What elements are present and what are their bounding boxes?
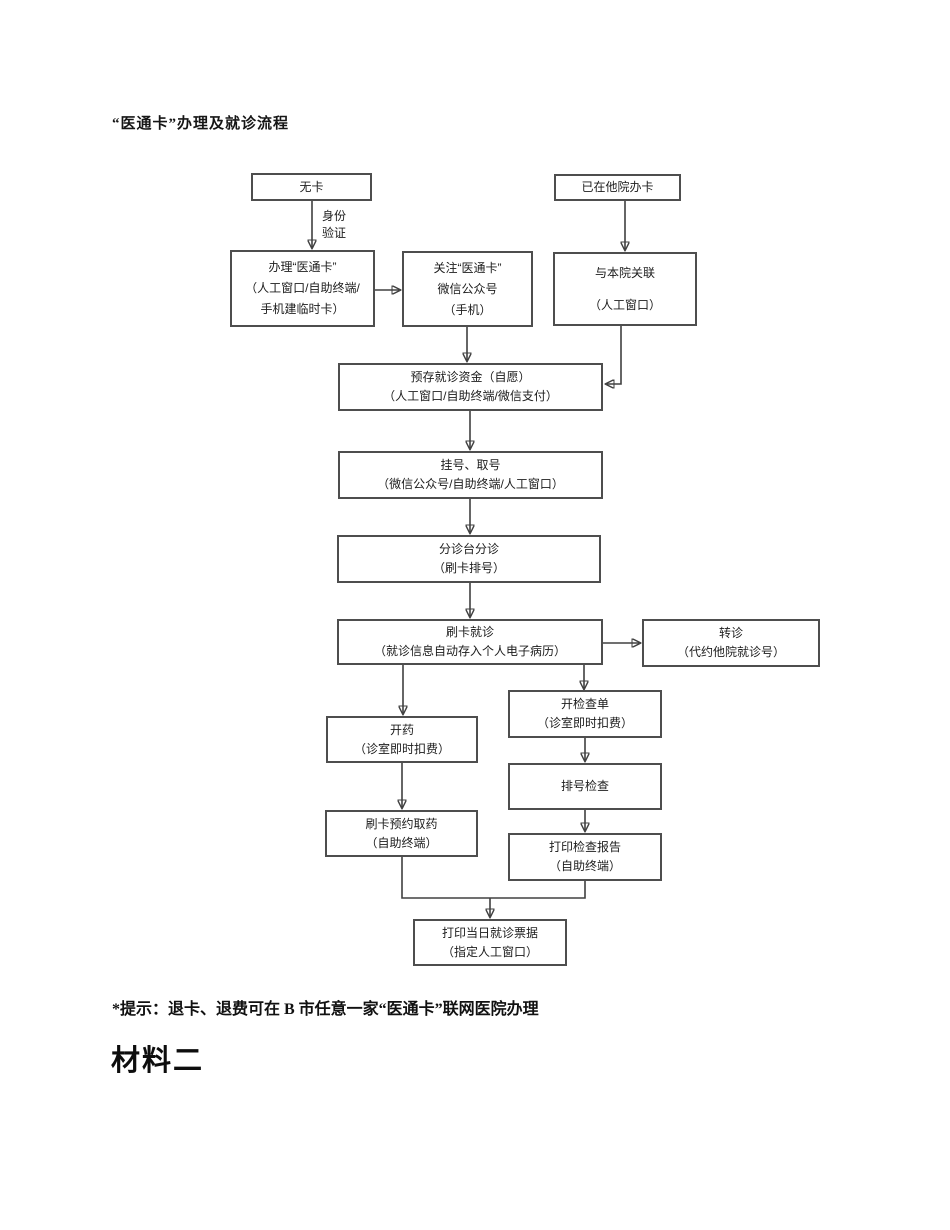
- node-label: 预存就诊资金（自愿）: [410, 370, 531, 384]
- node-triage-desk: 分诊台分诊 （刷卡排号）: [337, 535, 601, 583]
- node-label: 微信公众号: [437, 281, 498, 296]
- node-label: （人工窗口/自助终端/微信支付）: [383, 389, 558, 403]
- node-referral: 转诊 （代约他院就诊号）: [642, 619, 820, 667]
- node-label: 排号检查: [560, 779, 609, 793]
- edge-label-line: 验证: [322, 226, 347, 240]
- node-label: （微信公众号/自助终端/人工窗口）: [377, 477, 564, 491]
- node-print-receipt: 打印当日就诊票据 （指定人工窗口）: [413, 919, 567, 966]
- node-label: 挂号、取号: [440, 458, 501, 472]
- node-label: （代约他院就诊号）: [676, 645, 785, 659]
- node-label: （指定人工窗口）: [441, 944, 538, 959]
- node-label: 与本院关联: [594, 265, 655, 280]
- node-label: 办理“医通卡”: [268, 260, 337, 274]
- section-heading: 材料二: [111, 1045, 205, 1077]
- node-deposit-funds: 预存就诊资金（自愿） （人工窗口/自助终端/微信支付）: [338, 363, 603, 411]
- node-label: 开检查单: [560, 697, 609, 711]
- node-apply-card: 办理“医通卡” （人工窗口/自助终端/ 手机建临时卡）: [230, 250, 375, 327]
- identity-verification-label: 身份 验证: [322, 208, 346, 242]
- node-label: （就诊信息自动存入个人电子病历）: [373, 644, 566, 658]
- node-label: 刷卡就诊: [445, 625, 494, 639]
- node-label: 开药: [389, 722, 414, 737]
- node-other-hospital-card: 已在他院办卡: [554, 174, 681, 201]
- node-label: 关注“医通卡”: [433, 260, 502, 275]
- node-prescribe-medicine: 开药 （诊室即时扣费）: [326, 716, 478, 763]
- node-label: 分诊台分诊: [438, 542, 499, 556]
- node-label: 已在他院办卡: [581, 180, 654, 194]
- node-label: 打印当日就诊票据: [441, 925, 538, 940]
- node-label: 手机建临时卡）: [260, 302, 345, 316]
- node-print-report: 打印检查报告 （自助终端）: [508, 833, 662, 881]
- node-label: （手机）: [443, 302, 492, 317]
- node-order-exam: 开检查单 （诊室即时扣费）: [508, 690, 662, 738]
- edge-label-line: 身份: [322, 209, 347, 223]
- node-label: （人工窗口）: [588, 297, 661, 312]
- node-no-card: 无卡: [251, 173, 372, 201]
- node-label: （自助终端）: [548, 859, 621, 873]
- node-register-number: 挂号、取号 （微信公众号/自助终端/人工窗口）: [338, 451, 603, 499]
- node-swipe-card-visit: 刷卡就诊 （就诊信息自动存入个人电子病历）: [337, 619, 603, 665]
- node-label: 无卡: [299, 179, 324, 194]
- node-follow-wechat: 关注“医通卡” 微信公众号 （手机）: [402, 251, 533, 327]
- node-reserve-medicine: 刷卡预约取药 （自助终端）: [325, 810, 478, 857]
- node-label: （诊室即时扣费）: [536, 716, 633, 730]
- node-label: 刷卡预约取药: [365, 816, 438, 831]
- node-label: 打印检查报告: [548, 840, 621, 854]
- node-label: （人工窗口/自助终端/: [245, 281, 360, 295]
- page-title: “医通卡”办理及就诊流程: [112, 116, 290, 132]
- node-queue-exam: 排号检查: [508, 763, 662, 810]
- tip-note: *提示：退卡、退费可在 B 市任意一家“医通卡”联网医院办理: [112, 1001, 539, 1018]
- node-label: （刷卡排号）: [432, 561, 505, 575]
- node-label: 转诊: [718, 626, 743, 640]
- node-label: （诊室即时扣费）: [353, 741, 450, 756]
- node-link-hospital: 与本院关联 （人工窗口）: [553, 252, 697, 326]
- node-label: （自助终端）: [365, 835, 438, 850]
